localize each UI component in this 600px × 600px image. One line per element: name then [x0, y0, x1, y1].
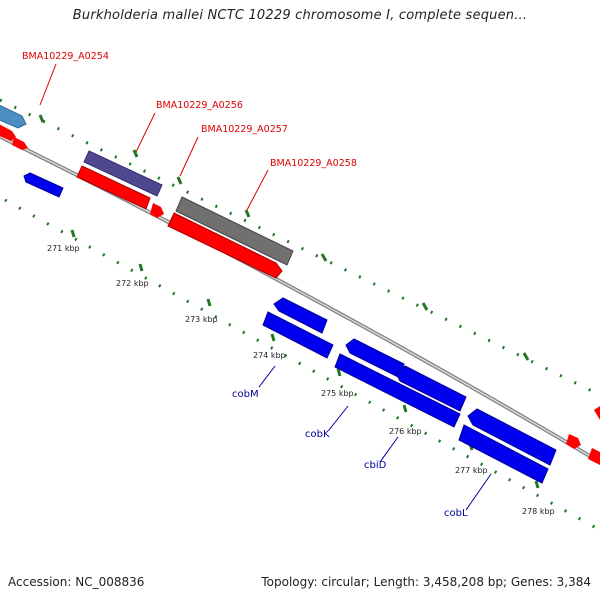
gene-bma10229-a0257[interactable]	[76, 165, 151, 210]
gene-label-cobm[interactable]: cobM	[232, 389, 259, 400]
tick-label-271: 271 kbp	[47, 244, 80, 253]
tick-label-277: 277 kbp	[455, 466, 488, 475]
gene-small-forward[interactable]	[0, 122, 16, 141]
ruler-inner-dots	[4, 198, 600, 532]
gene-small-forward[interactable]	[594, 406, 600, 420]
gene-label-cobk[interactable]: cobK	[305, 429, 330, 440]
inner-tick	[138, 263, 144, 272]
gene-label-cobl[interactable]: cobL	[444, 508, 468, 519]
inner-tick	[402, 404, 408, 413]
locus-label-a0258[interactable]: BMA10229_A0258	[270, 158, 357, 169]
locus-leaders	[39, 63, 269, 211]
gene-label-cbid[interactable]: cbiD	[364, 460, 387, 471]
tick-label-273: 273 kbp	[185, 315, 218, 324]
outer-tick	[522, 352, 530, 361]
outer-tick	[176, 176, 183, 185]
gene-small-forward[interactable]	[588, 448, 600, 465]
locus-labels: BMA10229_A0254 BMA10229_A0256 BMA10229_A…	[22, 51, 357, 169]
tick-label-274: 274 kbp	[253, 351, 286, 360]
gene-small-forward[interactable]	[566, 434, 581, 449]
tick-label-278: 278 kbp	[522, 507, 555, 516]
locus-label-a0257[interactable]: BMA10229_A0257	[201, 124, 288, 135]
tick-label-276: 276 kbp	[389, 427, 422, 436]
gene-leaders	[258, 365, 492, 511]
inner-tick	[270, 333, 276, 342]
outer-tick	[244, 209, 251, 218]
gene-reverse[interactable]	[273, 297, 328, 334]
outer-tick	[320, 253, 328, 262]
gene-bma10229-a0256[interactable]	[83, 150, 163, 197]
inner-tick	[70, 229, 76, 238]
forward-genes	[0, 103, 600, 465]
tick-label-272: 272 kbp	[116, 279, 149, 288]
outer-tick	[38, 114, 45, 123]
gene-bma10229-a0258[interactable]	[175, 196, 294, 266]
gene-reverse[interactable]	[23, 172, 64, 198]
gene-cobl[interactable]	[458, 424, 549, 484]
inner-tick	[206, 298, 212, 307]
outer-ticks	[38, 114, 530, 361]
tick-labels: 271 kbp 272 kbp 273 kbp 274 kbp 275 kbp …	[47, 244, 555, 516]
accession-label: Accession: NC_008836	[8, 575, 145, 589]
inner-tick	[534, 480, 540, 489]
gene-reverse[interactable]	[395, 365, 467, 412]
inner-tick	[336, 368, 342, 377]
backbone	[0, 134, 600, 465]
gene-cobm[interactable]	[262, 311, 334, 359]
gene-cbid[interactable]	[467, 408, 557, 466]
outer-tick	[132, 149, 139, 158]
locus-label-a0254[interactable]: BMA10229_A0254	[22, 51, 109, 62]
reverse-genes	[23, 172, 557, 484]
gene-bma10229-a0254[interactable]	[0, 103, 27, 129]
gene-small-forward[interactable]	[12, 137, 28, 150]
locus-label-a0256[interactable]: BMA10229_A0256	[156, 100, 243, 111]
outer-tick	[421, 302, 429, 311]
tick-label-275: 275 kbp	[321, 389, 354, 398]
genome-summary: Topology: circular; Length: 3,458,208 bp…	[261, 575, 591, 589]
map-title: Burkholderia mallei NCTC 10229 chromosom…	[72, 8, 528, 23]
gene-small-forward[interactable]	[150, 203, 164, 218]
gene-forward[interactable]	[167, 212, 283, 279]
gene-cobk[interactable]	[334, 353, 461, 428]
inner-ticks	[70, 229, 540, 489]
gene-reverse[interactable]	[345, 338, 405, 378]
gene-labels: cobM cobK cbiD cobL	[232, 389, 468, 519]
